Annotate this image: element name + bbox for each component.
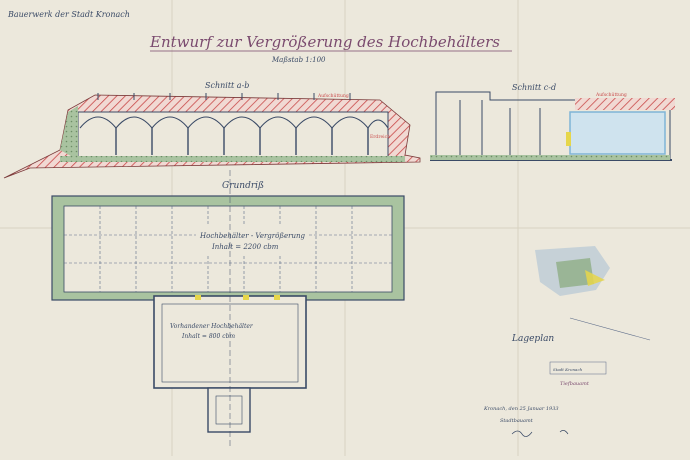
- site-road: [569, 317, 651, 341]
- fill-label-cd: Aufschüttung: [595, 92, 627, 98]
- columns-ab: [115, 128, 369, 155]
- entry-shaft: [207, 387, 251, 433]
- water-cd: [569, 111, 666, 155]
- section-a-b-label: Schnitt a-b: [205, 81, 249, 90]
- scale-label: Maßstab 1:100: [271, 56, 326, 64]
- site-patch: [556, 258, 594, 288]
- new-tank-line1: Hochbehälter - Vergrößerung: [199, 232, 306, 240]
- roof-posts: [97, 93, 351, 100]
- plan-yellow-marks: [195, 295, 280, 300]
- vault-arches: [79, 116, 389, 129]
- old-tank-line1: Vorhandener Hochbehälter: [170, 323, 254, 330]
- site-plan: Lageplan: [511, 246, 651, 344]
- plan-label-box: [196, 226, 308, 254]
- signature-date: Kronach, den 25 Januar 1933: [483, 406, 559, 412]
- entry-shaft-inner: [215, 395, 243, 425]
- old-tank-line2: Inhalt = 800 cbm: [181, 333, 235, 340]
- site-yellow: [585, 270, 605, 286]
- signature-scribble: [511, 430, 569, 437]
- slab-cd: [430, 155, 670, 160]
- walls-cd: [459, 100, 541, 155]
- earth-label-ab: Erdreich: [370, 134, 390, 140]
- fill-label-ab: Aufschüttung: [317, 93, 349, 99]
- sheet-title: Entwurf zur Vergrößerung des Hochbehälte…: [149, 33, 500, 51]
- ground-plan: Grundriß Hochbehälter - Vergrößerung Inh…: [51, 170, 405, 446]
- section-c-d: Schnitt c-d Aufschüttung: [430, 83, 675, 161]
- section-a-b: Schnitt a-b: [3, 81, 421, 179]
- site-label: Lageplan: [511, 334, 554, 344]
- office-label: Bauerwerk der Stadt Kronach: [7, 10, 130, 19]
- plan-label: Grundriß: [222, 181, 264, 191]
- earth-fill-cd: [575, 98, 675, 110]
- signature-office: Stadtbauamt: [500, 418, 534, 424]
- approval-stamp: Stadt Kronach Tiefbauamt: [549, 361, 607, 387]
- concrete-shell-ab: [60, 106, 78, 160]
- tank-interior-ab: [77, 111, 389, 158]
- stamp-line1: Stadt Kronach: [553, 367, 583, 372]
- accent-cd: [566, 132, 571, 146]
- section-c-d-label: Schnitt c-d: [512, 83, 556, 92]
- floor-slab-ab: [60, 156, 405, 162]
- new-tank-line2: Inhalt = 2200 cbm: [211, 243, 279, 251]
- stamp-line2: Tiefbauamt: [560, 381, 590, 387]
